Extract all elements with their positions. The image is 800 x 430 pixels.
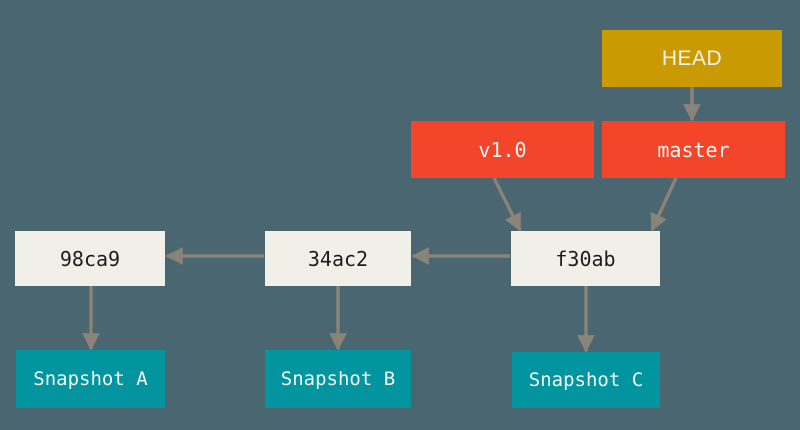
node-snapshot-a[interactable]: Snapshot A <box>16 350 165 408</box>
node-tag-v1-0[interactable]: v1.0 <box>411 121 594 178</box>
node-branch-master-label: master <box>657 137 730 162</box>
node-snapshot-c-label: Snapshot C <box>528 369 644 391</box>
node-snapshot-b-label: Snapshot B <box>280 368 396 390</box>
edge-master-to-f30ab <box>650 177 678 232</box>
node-snapshot-b[interactable]: Snapshot B <box>265 350 411 408</box>
node-commit-98ca9-label: 98ca9 <box>59 246 121 271</box>
edge-v1-to-f30ab <box>492 177 522 232</box>
node-branch-master[interactable]: master <box>602 121 785 178</box>
node-commit-f30ab[interactable]: f30ab <box>511 231 660 286</box>
node-snapshot-c[interactable]: Snapshot C <box>512 352 660 408</box>
node-head[interactable]: HEAD <box>602 30 782 87</box>
node-snapshot-a-label: Snapshot A <box>33 368 148 390</box>
node-head-label: HEAD <box>661 46 723 70</box>
node-commit-98ca9[interactable]: 98ca9 <box>15 231 165 286</box>
node-commit-34ac2[interactable]: 34ac2 <box>265 231 411 286</box>
node-tag-v1-0-label: v1.0 <box>478 137 527 162</box>
node-commit-34ac2-label: 34ac2 <box>307 246 369 271</box>
node-commit-f30ab-label: f30ab <box>555 246 616 271</box>
